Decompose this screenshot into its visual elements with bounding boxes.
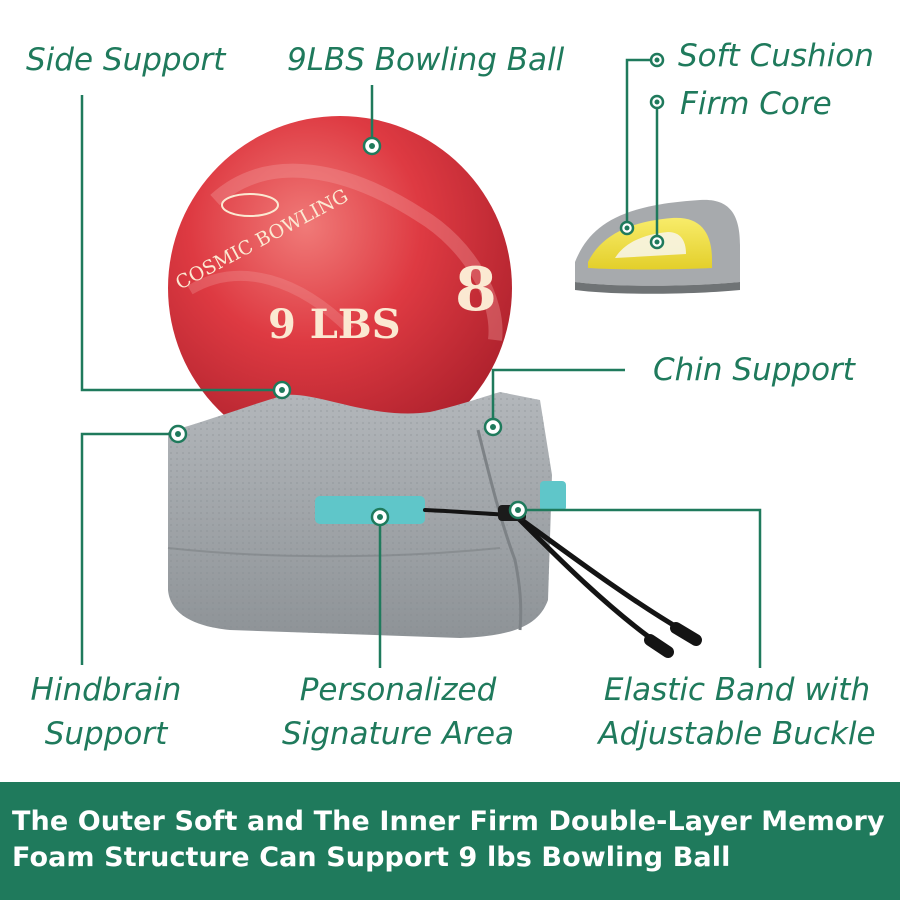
- banner-line-1: The Outer Soft and The Inner Firm Double…: [12, 806, 885, 837]
- label-signature-area: Personalized Signature Area: [280, 668, 516, 756]
- label-chin-support: Chin Support: [653, 352, 855, 388]
- banner-line-2: Foam Structure Can Support 9 lbs Bowling…: [12, 842, 731, 873]
- label-elastic-line1: Elastic Band with: [603, 672, 871, 708]
- label-elastic-line2: Adjustable Buckle: [598, 716, 876, 752]
- label-elastic-band: Elastic Band with Adjustable Buckle: [592, 668, 882, 756]
- callout-dots: [168, 52, 665, 527]
- label-signature-line1: Personalized: [299, 672, 497, 708]
- label-hindbrain-line2: Support: [44, 716, 168, 752]
- ball-weight-text: 9 LBS: [268, 301, 401, 348]
- label-signature-line2: Signature Area: [281, 716, 515, 752]
- bottom-banner: The Outer Soft and The Inner Firm Double…: [0, 782, 900, 900]
- label-soft-cushion: Soft Cushion: [678, 38, 874, 74]
- planet-logo-icon: [221, 193, 279, 217]
- label-firm-core: Firm Core: [680, 86, 832, 122]
- label-bowling-ball: 9LBS Bowling Ball: [287, 42, 565, 78]
- ball-number-text: 8: [455, 255, 497, 325]
- callout-leader-lines: [80, 58, 762, 668]
- label-hindbrain-support: Hindbrain Support: [20, 668, 192, 756]
- bowling-ball: [168, 116, 512, 460]
- label-hindbrain-line1: Hindbrain: [30, 672, 182, 708]
- label-side-support: Side Support: [26, 42, 226, 78]
- signature-tag: [315, 496, 425, 524]
- side-tag: [540, 481, 566, 511]
